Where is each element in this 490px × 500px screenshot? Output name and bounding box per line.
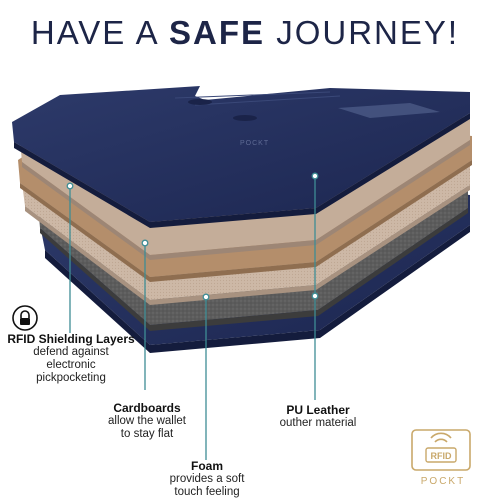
embossed-brand: POCKT [240, 140, 269, 147]
callout-rfid: RFID Shielding Layers defend against ele… [6, 333, 136, 385]
lock-icon [12, 305, 38, 331]
headline-part2: JOURNEY! [265, 14, 460, 51]
callout-rfid-line2: electronic [46, 359, 96, 371]
callout-cardboards-title: Cardboards [113, 401, 181, 415]
leader-dots [66, 172, 319, 301]
callout-cardboards-line2: to stay flat [120, 428, 174, 440]
wallet-top-layer: POCKT [12, 86, 470, 228]
rfid-waves-icon [430, 432, 452, 443]
callout-cardboards-line1: allow the wallet [108, 415, 186, 427]
callout-rfid-line3: pickpocketing [36, 372, 106, 384]
headline: HAVE A SAFE JOURNEY! [0, 14, 490, 52]
callout-rfid-title: RFID Shielding Layers [7, 332, 135, 346]
brand-logo: POCKT [420, 476, 466, 487]
rfid-badge-text: RFID [431, 451, 452, 461]
leader-lines [69, 178, 316, 460]
callout-foam-line2: touch feeling [174, 486, 240, 498]
callout-pu-leather: PU Leather outher material [270, 404, 366, 430]
callout-foam-title: Foam [190, 459, 223, 473]
headline-bold: SAFE [169, 14, 266, 51]
callout-rfid-line1: defend against [33, 346, 109, 358]
rfid-badge: RFID [411, 429, 471, 471]
callout-pu-title: PU Leather [286, 403, 350, 417]
callout-foam-line1: provides a soft [169, 473, 245, 485]
callout-cardboards: Cardboards allow the wallet to stay flat [92, 402, 202, 441]
headline-part1: HAVE A [30, 14, 170, 51]
callout-pu-line1: outher material [279, 417, 357, 429]
callout-foam: Foam provides a soft touch feeling [152, 460, 262, 499]
